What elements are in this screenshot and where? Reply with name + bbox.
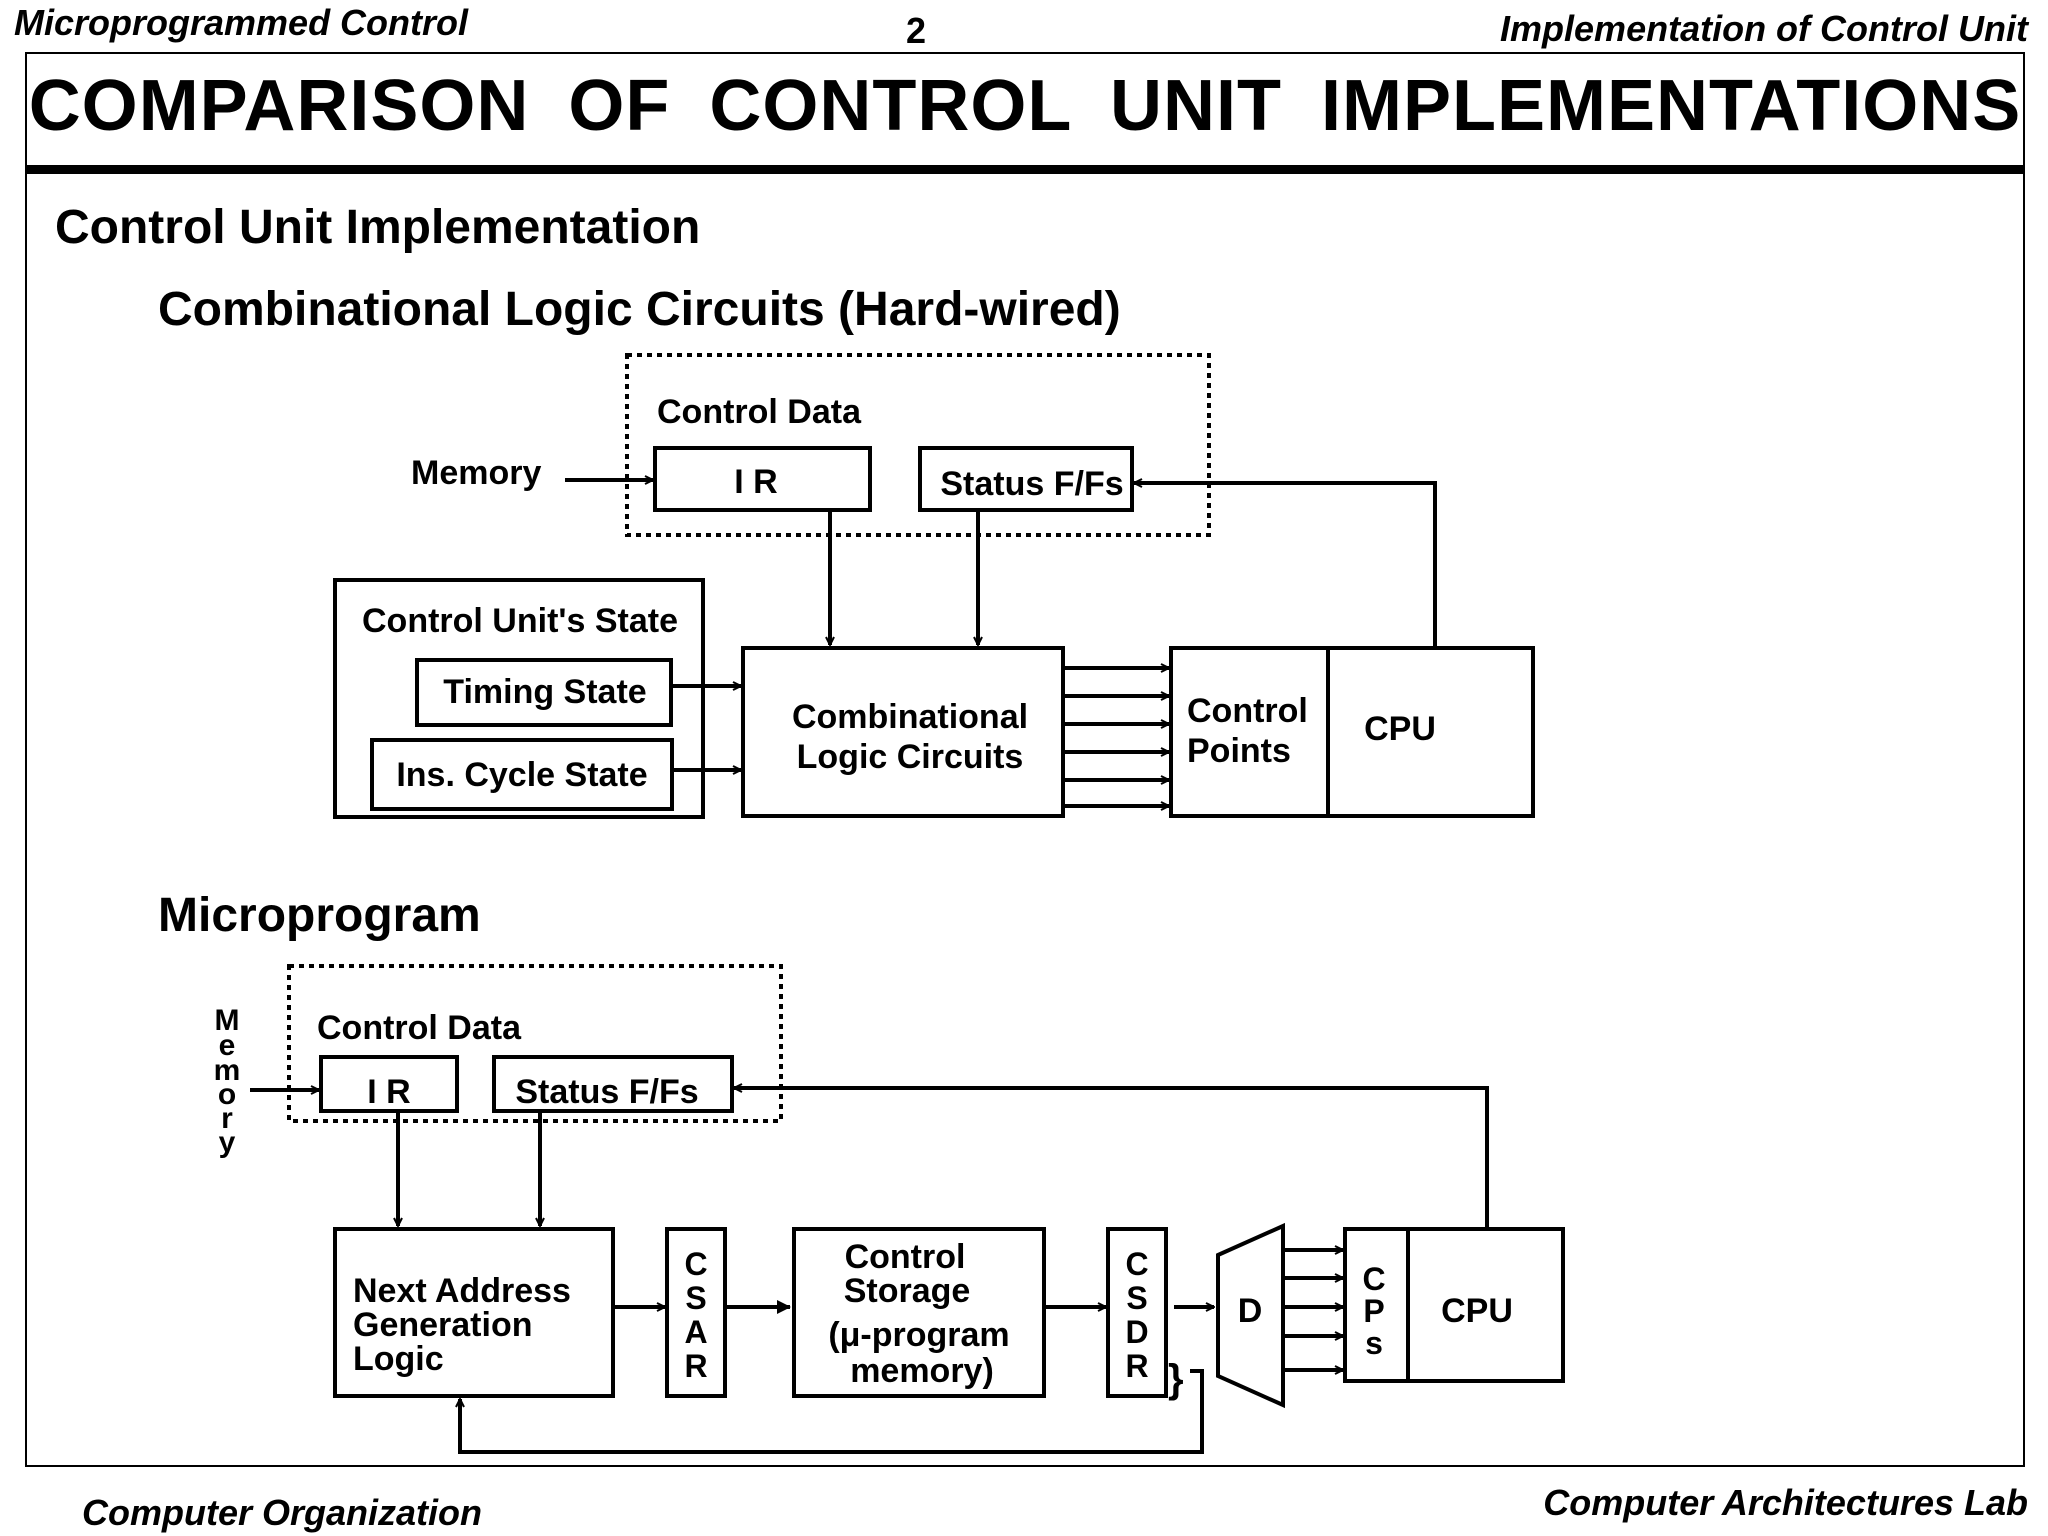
decoder-label: D xyxy=(1238,1292,1263,1330)
svg-text:R: R xyxy=(684,1348,707,1384)
svg-text:s: s xyxy=(1365,1325,1383,1361)
hardwired-diagram: Control Data Memory I R Status F/Fs Cont… xyxy=(333,353,1535,819)
cp-signal-arrows xyxy=(1283,1250,1343,1370)
cs-line3: (μ-program xyxy=(828,1316,1009,1354)
next-address-logic-box xyxy=(333,1227,615,1398)
microprogram-diagram: M e m o r y Control Data I R Status F/Fs… xyxy=(214,964,1565,1454)
cpu-to-status-feedback xyxy=(1134,483,1437,648)
control-points-line2: Points xyxy=(1187,732,1291,770)
mp-cpu-box xyxy=(1406,1227,1565,1383)
footer-right: Computer Architectures Lab xyxy=(1543,1482,2028,1523)
cs-line4: memory) xyxy=(850,1352,994,1390)
mp-ir-box xyxy=(319,1055,459,1113)
header-left: Microprogrammed Control xyxy=(14,2,469,43)
cps-label: C P s xyxy=(1362,1261,1385,1361)
title-divider xyxy=(25,165,2025,174)
memory-label: Memory xyxy=(411,454,541,492)
svg-text:r: r xyxy=(221,1102,233,1135)
timing-state-label: Timing State xyxy=(443,673,646,711)
svg-text:C: C xyxy=(684,1246,707,1282)
control-data-label: Control Data xyxy=(657,393,862,431)
control-signal-arrows xyxy=(1063,668,1169,806)
svg-text:S: S xyxy=(685,1280,706,1316)
nagl-line1: Next Address xyxy=(353,1272,571,1310)
control-storage-box xyxy=(792,1227,1046,1398)
mp-control-data-label: Control Data xyxy=(317,1009,522,1047)
header-right: Implementation of Control Unit xyxy=(1500,8,2028,49)
svg-text:y: y xyxy=(219,1126,236,1159)
cpu-label: CPU xyxy=(1364,710,1436,748)
svg-text:C: C xyxy=(1125,1246,1148,1282)
nagl-line2: Generation xyxy=(353,1306,532,1344)
csdr-brace: } xyxy=(1168,1357,1184,1401)
memory-vertical-label: M e m o r y xyxy=(214,1004,241,1159)
mp-status-ffs-label: Status F/Fs xyxy=(515,1073,698,1111)
ir-box xyxy=(653,446,872,512)
svg-text:M: M xyxy=(215,1004,240,1037)
mp-status-ffs-box xyxy=(492,1055,734,1113)
timing-state-box xyxy=(415,658,673,727)
csdr-to-nagl-feedback xyxy=(460,1369,1204,1454)
mp-control-data-group xyxy=(287,964,783,1123)
svg-text:A: A xyxy=(684,1314,707,1350)
microprogram-heading: Microprogram xyxy=(158,889,481,942)
mp-ir-label: I R xyxy=(367,1073,410,1111)
cs-line2: Storage xyxy=(844,1272,971,1310)
svg-text:S: S xyxy=(1126,1280,1147,1316)
footer-left: Computer Organization xyxy=(82,1492,483,1533)
ins-cycle-state-label: Ins. Cycle State xyxy=(396,756,647,794)
csar-box xyxy=(665,1227,727,1398)
svg-text:m: m xyxy=(214,1054,241,1087)
cu-state-label: Control Unit's State xyxy=(362,602,678,640)
csdr-label: C S D R xyxy=(1125,1246,1148,1384)
svg-text:P: P xyxy=(1363,1293,1384,1329)
svg-text:C: C xyxy=(1362,1261,1385,1297)
svg-text:R: R xyxy=(1125,1348,1148,1384)
ins-cycle-state-box xyxy=(370,738,674,811)
cs-line1: Control xyxy=(845,1238,966,1276)
svg-text:e: e xyxy=(219,1029,236,1062)
csdr-box xyxy=(1106,1227,1168,1398)
status-ffs-label: Status F/Fs xyxy=(940,465,1123,503)
hardwired-heading: Combinational Logic Circuits (Hard-wired… xyxy=(158,283,1121,336)
svg-text:D: D xyxy=(1125,1314,1148,1350)
mp-cpu-to-status-feedback xyxy=(734,1088,1489,1229)
csar-label: C S A R xyxy=(684,1246,707,1384)
status-ffs-box xyxy=(918,446,1134,512)
cpu-box xyxy=(1326,646,1535,818)
slide-frame xyxy=(25,52,2025,1467)
clc-label-line1: Combinational xyxy=(792,698,1028,736)
combinational-logic-box xyxy=(741,646,1065,818)
mp-cpu-label: CPU xyxy=(1441,1292,1513,1330)
section-heading: Control Unit Implementation xyxy=(55,201,701,254)
slide-title: COMPARISON OF CONTROL UNIT IMPLEMENTATIO… xyxy=(28,66,2022,146)
control-points-line1: Control xyxy=(1187,692,1308,730)
svg-text:o: o xyxy=(218,1078,236,1111)
clc-label-line2: Logic Circuits xyxy=(797,738,1024,776)
control-points-box xyxy=(1169,646,1330,818)
cu-state-box xyxy=(333,578,705,819)
decoder-shape xyxy=(1216,1222,1285,1409)
nagl-line3: Logic xyxy=(353,1340,444,1378)
page-number: 2 xyxy=(906,10,927,51)
control-data-group xyxy=(625,353,1211,537)
ir-label: I R xyxy=(734,463,777,501)
